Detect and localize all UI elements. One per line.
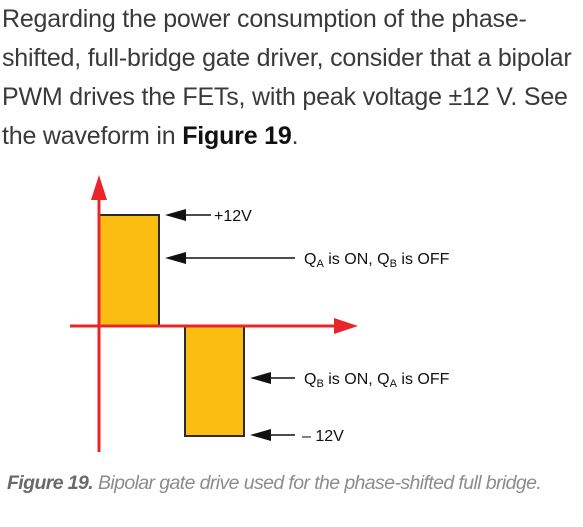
negative-pulse [184,325,245,437]
paragraph-end: . [291,122,299,150]
figure-reference: Figure 19 [182,122,292,150]
paragraph-text: Regarding the power consumption of the p… [2,5,572,150]
pos-voltage-label: +12V [214,208,252,225]
qa-on-arrow-head [165,252,186,264]
positive-pulse [98,214,160,327]
qa-on-label: QA is ON, QB is OFF [304,251,450,270]
body-paragraph: Regarding the power consumption of the p… [2,0,580,156]
qb-on-arrow-head [250,372,271,384]
neg-voltage-label: – 12V [302,428,344,445]
figure-caption: Figure 19. Bipolar gate drive used for t… [7,470,542,496]
vertical-axis-arrow-icon [91,175,107,200]
waveform-svg: +12V QA is ON, QB is OFF QB is ON, QA is… [70,175,450,452]
neg-voltage-arrow-head [250,429,271,441]
horizontal-axis-arrow-icon [334,318,358,334]
pos-voltage-arrow-head [165,209,186,221]
waveform-diagram: +12V QA is ON, QB is OFF QB is ON, QA is… [0,170,583,470]
qb-on-label: QB is ON, QA is OFF [304,371,450,390]
caption-label: Figure 19. [7,472,94,494]
caption-text: Bipolar gate drive used for the phase-sh… [93,472,542,494]
